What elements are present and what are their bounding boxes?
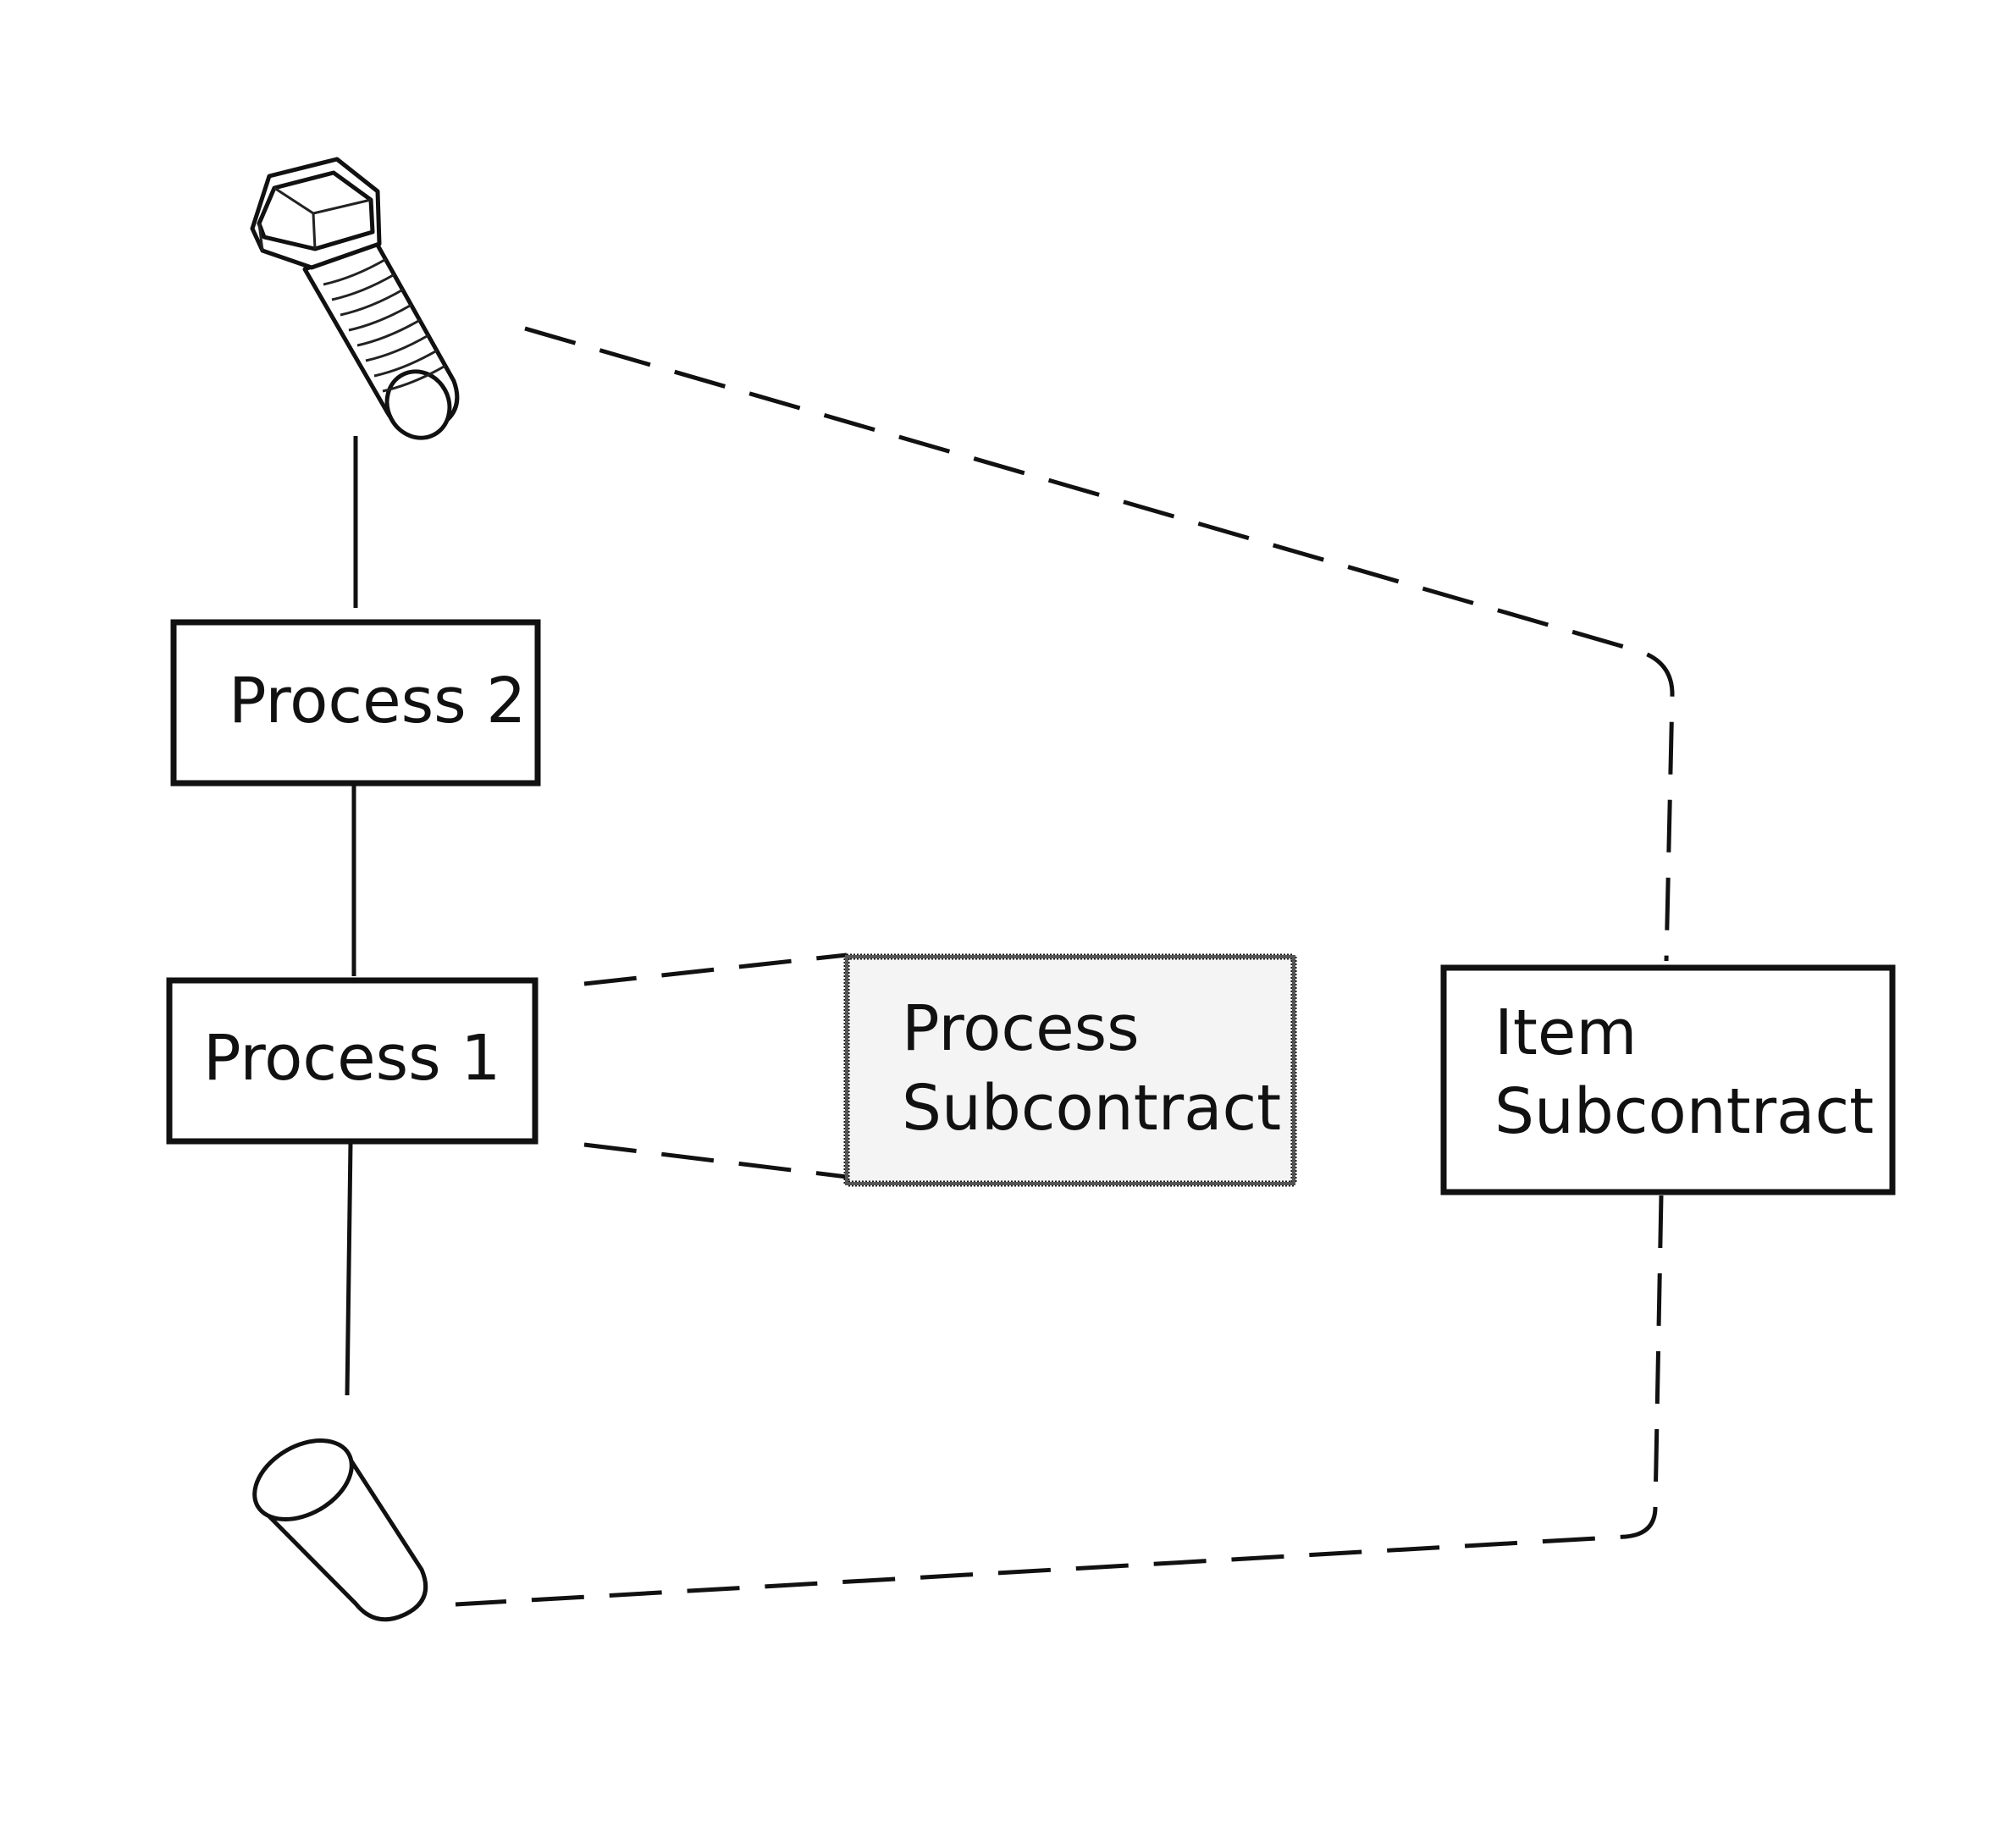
edge-process1-cylinder — [345, 1142, 353, 1396]
process-subcontract-label-line1: Process — [902, 992, 1140, 1065]
process2-label: Process 2 — [229, 665, 526, 737]
cylinder-rod-icon — [252, 1438, 428, 1622]
edge-bolt-item-subcontract — [524, 326, 1675, 962]
process-subcontract-label-line2: Subcontract — [902, 1072, 1281, 1145]
item-subcontract-box: Item Subcontract — [1440, 964, 1896, 1195]
item-subcontract-label-line1: Item — [1494, 997, 1637, 1069]
process-subcontract-box: Process Subcontract — [843, 953, 1297, 1187]
process1-box: Process 1 — [166, 977, 539, 1145]
item-subcontract-label-line2: Subcontract — [1494, 1075, 1874, 1148]
process1-label: Process 1 — [203, 1022, 500, 1095]
edge-item-subcontract-cylinder — [455, 1195, 1664, 1607]
process2-box: Process 2 — [170, 619, 541, 787]
connectors — [345, 326, 1675, 1607]
bolt-icon — [250, 157, 460, 440]
edge-process1-subcontract-bottom — [583, 1142, 848, 1179]
edge-process1-subcontract-top — [583, 952, 848, 986]
